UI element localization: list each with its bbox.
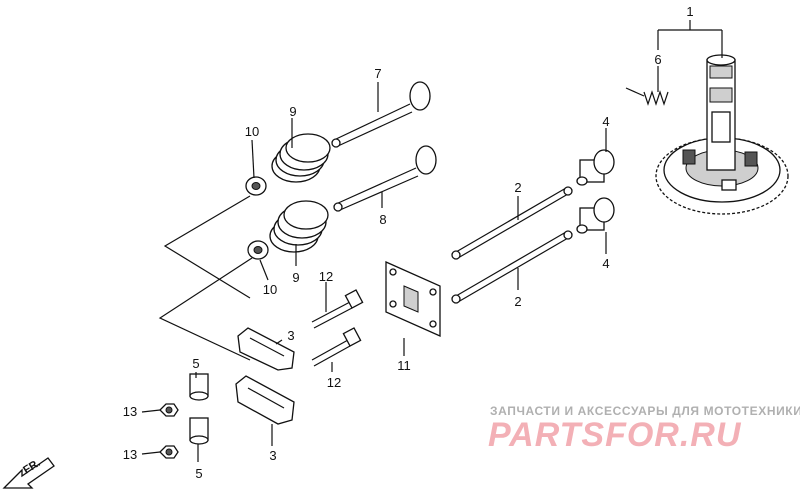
label-part-9-lower: 9 (292, 270, 299, 285)
label-part-3-lower: 3 (269, 448, 276, 463)
label-part-10-upper: 10 (245, 124, 259, 139)
label-part-2-upper: 2 (514, 180, 521, 195)
label-part-9-upper: 9 (289, 104, 296, 119)
pivot-sleeve-lower (189, 417, 209, 445)
part-labels: 1 6 7 9 10 4 2 8 4 9 12 10 2 3 5 11 12 1… (123, 4, 694, 481)
push-rod-upper (451, 186, 573, 260)
label-part-7: 7 (374, 66, 381, 81)
label-part-3-upper: 3 (287, 328, 294, 343)
assembly-guide-lines (158, 195, 253, 361)
label-part-12-lower: 12 (327, 375, 341, 390)
label-part-13-upper: 13 (123, 404, 137, 419)
front-direction-marker: FR. (2, 457, 55, 489)
rocker-arm-lower (235, 375, 295, 425)
decompressor-spring (625, 87, 669, 106)
camshaft-gear (655, 54, 789, 215)
push-rod-lower (451, 230, 573, 304)
exhaust-valve (331, 81, 431, 148)
rocker-arm-upper (237, 327, 295, 371)
lock-nut-lower (159, 445, 179, 459)
pivot-sleeve-upper (189, 373, 209, 401)
label-part-11: 11 (397, 358, 411, 373)
watermark: ЗАПЧАСТИ И АКСЕССУАРЫ ДЛЯ МОТОТЕХНИКИ PA… (488, 404, 800, 454)
push-rod-guide-plate (385, 260, 441, 338)
pivot-bolt-lower (311, 327, 362, 367)
label-part-5-upper: 5 (192, 356, 199, 371)
label-part-5-lower: 5 (195, 466, 202, 481)
label-part-13-lower: 13 (123, 447, 137, 462)
leader-lines (141, 20, 723, 462)
watermark-tagline: ЗАПЧАСТИ И АКСЕССУАРЫ ДЛЯ МОТОТЕХНИКИ (490, 404, 800, 418)
label-part-4-upper: 4 (602, 114, 609, 129)
pivot-bolt-upper (311, 289, 364, 329)
label-part-4-lower: 4 (602, 256, 609, 271)
label-part-1: 1 (686, 4, 693, 19)
spring-retainer-lower (247, 240, 269, 260)
label-part-8: 8 (379, 212, 386, 227)
label-part-2-lower: 2 (514, 294, 521, 309)
valve-spring-lower (269, 200, 329, 253)
intake-valve (333, 145, 437, 212)
lock-nut-upper (159, 403, 179, 417)
front-arrow-icon (2, 457, 55, 489)
valve-lifter-lower (576, 197, 615, 234)
watermark-logo: PARTSFOR.RU (488, 416, 742, 454)
valve-spring-upper (271, 133, 331, 183)
valve-lifter-upper (576, 149, 615, 186)
label-part-6: 6 (654, 52, 661, 67)
label-part-10-lower: 10 (263, 282, 277, 297)
label-part-12-upper: 12 (319, 269, 333, 284)
spring-retainer-upper (245, 176, 267, 196)
